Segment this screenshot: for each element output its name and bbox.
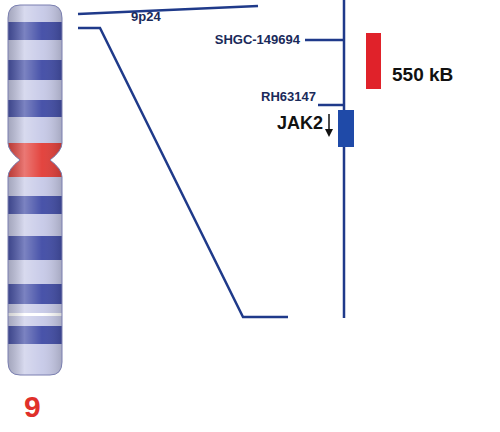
marker-label: SHGC-149694	[215, 33, 300, 46]
gene-box	[338, 110, 354, 147]
chromosome-9	[0, 0, 70, 380]
gene-label: JAK2	[277, 114, 323, 132]
band-label: 9p24	[131, 10, 161, 23]
zoom-lines	[78, 0, 344, 318]
region-bar	[366, 33, 381, 89]
direction-arrow	[325, 114, 333, 137]
size-label: 550 kB	[392, 65, 453, 84]
marker-label: RH63147	[261, 90, 316, 103]
chromosome-number: 9	[24, 392, 41, 422]
